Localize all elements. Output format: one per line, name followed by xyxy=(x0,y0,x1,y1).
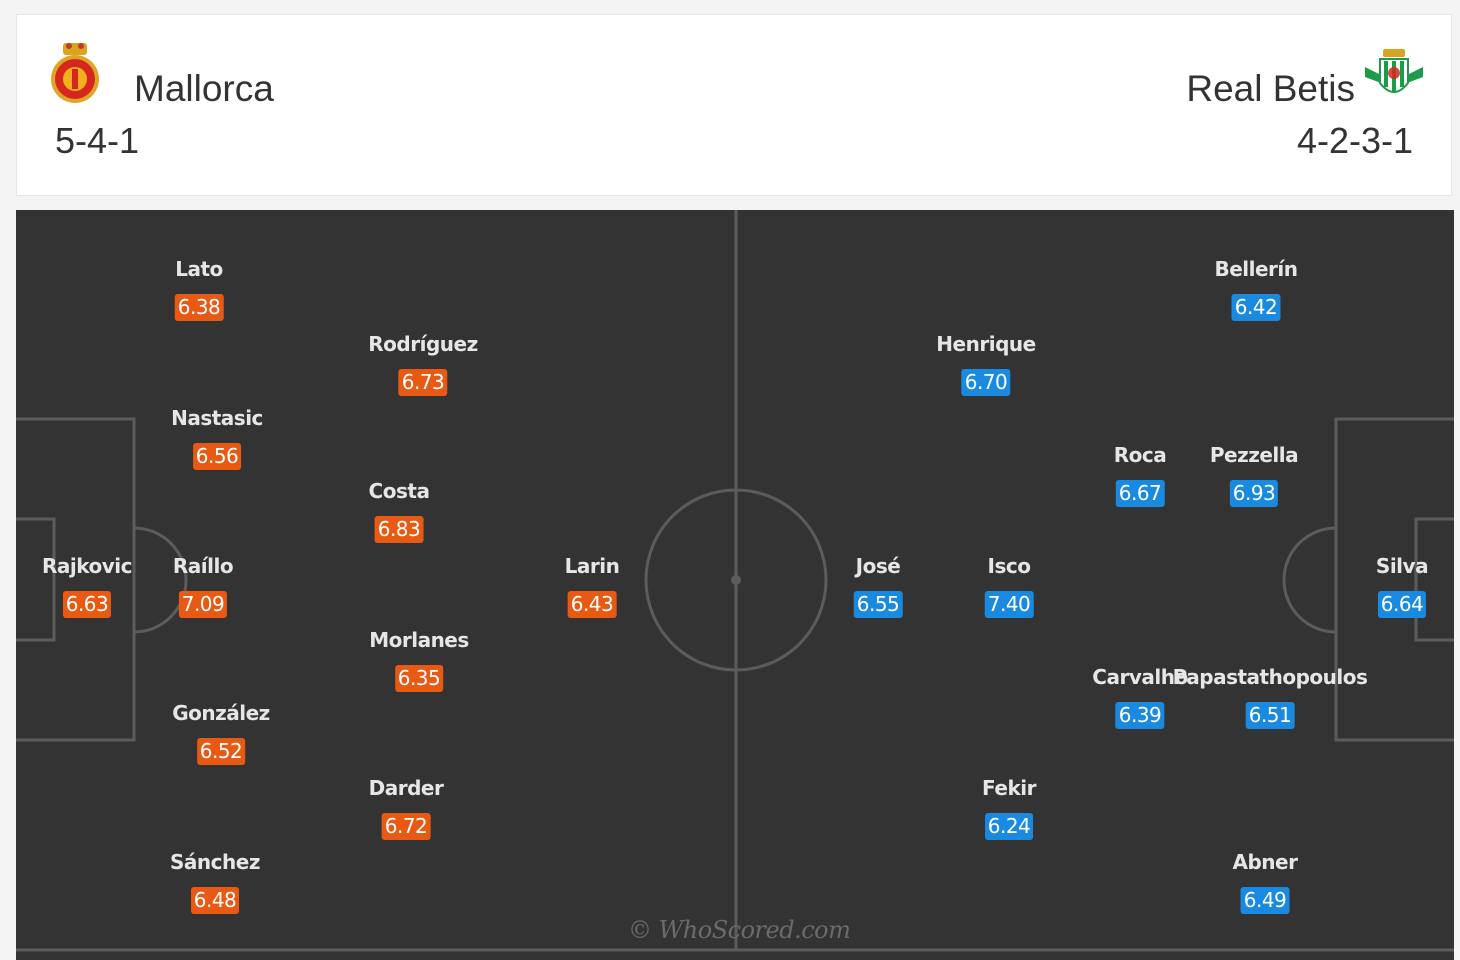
pitch: Lato 6.38 Rodríguez 6.73 Nastasic 6.56 C… xyxy=(16,210,1454,960)
player-rating: 6.48 xyxy=(190,887,240,914)
away-player-abner[interactable]: Abner 6.49 xyxy=(1233,850,1298,914)
home-player-larin[interactable]: Larin 6.43 xyxy=(565,554,620,618)
player-name: José xyxy=(855,554,901,578)
pitch-lines xyxy=(16,210,1454,952)
player-name: Morlanes xyxy=(369,628,469,652)
player-name: Sánchez xyxy=(170,850,260,874)
player-rating: 6.38 xyxy=(174,294,224,321)
player-rating: 6.24 xyxy=(984,813,1034,840)
player-rating: 6.35 xyxy=(394,665,444,692)
player-name: Abner xyxy=(1232,850,1298,874)
player-name: Pezzella xyxy=(1209,443,1299,467)
home-player-nastasic[interactable]: Nastasic 6.56 xyxy=(171,406,263,470)
player-rating: 6.93 xyxy=(1229,480,1279,507)
player-name: Bellerín xyxy=(1214,257,1298,281)
player-name: Silva xyxy=(1375,554,1429,578)
player-rating: 6.73 xyxy=(398,369,448,396)
home-player-morlanes[interactable]: Morlanes 6.35 xyxy=(369,628,469,692)
player-name: Roca xyxy=(1113,443,1167,467)
away-player-roca[interactable]: Roca 6.67 xyxy=(1114,443,1167,507)
player-rating: 6.70 xyxy=(961,369,1011,396)
player-rating: 6.72 xyxy=(381,813,431,840)
player-name: Lato xyxy=(175,257,223,281)
player-rating: 6.63 xyxy=(62,591,112,618)
away-player-fekir[interactable]: Fekir 6.24 xyxy=(982,776,1036,840)
player-name: Carvalho xyxy=(1092,665,1188,689)
player-name: Darder xyxy=(368,776,444,800)
player-name: González xyxy=(172,701,270,725)
player-name: Isco xyxy=(987,554,1031,578)
player-rating: 7.40 xyxy=(984,591,1034,618)
home-player-rajkovic[interactable]: Rajkovic 6.63 xyxy=(41,554,133,618)
home-player-lato[interactable]: Lato 6.38 xyxy=(174,257,224,321)
player-name: Fekir xyxy=(982,776,1036,800)
home-player-darder[interactable]: Darder 6.72 xyxy=(369,776,444,840)
player-rating: 7.09 xyxy=(178,591,228,618)
home-player-sanchez[interactable]: Sánchez 6.48 xyxy=(170,850,260,914)
player-rating: 6.56 xyxy=(192,443,242,470)
player-rating: 6.39 xyxy=(1115,702,1165,729)
player-name: Costa xyxy=(368,479,430,503)
away-player-pezzella[interactable]: Pezzella 6.93 xyxy=(1209,443,1299,507)
home-formation: 5-4-1 xyxy=(55,120,140,161)
match-header: Mallorca 5-4-1 Real Betis 4-2-3-1 xyxy=(16,14,1452,196)
player-rating: 6.49 xyxy=(1240,887,1290,914)
player-name: Raíllo xyxy=(172,554,234,578)
player-name: Rodríguez xyxy=(368,332,478,356)
home-player-raillo[interactable]: Raíllo 7.09 xyxy=(172,554,234,618)
away-player-bellerin[interactable]: Bellerín 6.42 xyxy=(1214,257,1298,321)
home-team-name: Mallorca xyxy=(134,68,274,109)
player-rating: 6.55 xyxy=(853,591,903,618)
whoscored-watermark: © WhoScored.com xyxy=(628,916,851,944)
player-name: Larin xyxy=(564,554,620,578)
player-name: Rajkovic xyxy=(41,554,133,578)
home-player-rodriguez[interactable]: Rodríguez 6.73 xyxy=(368,332,478,396)
player-name: Nastasic xyxy=(171,406,263,430)
real-betis-crest-icon xyxy=(1363,47,1425,108)
player-rating: 6.83 xyxy=(374,516,424,543)
mallorca-crest-icon xyxy=(49,41,101,112)
player-rating: 6.64 xyxy=(1377,591,1427,618)
away-player-carvalho[interactable]: Carvalho 6.39 xyxy=(1092,665,1188,729)
away-player-papastathopoulos[interactable]: Papastathopoulos 6.51 xyxy=(1173,665,1368,729)
home-player-costa[interactable]: Costa 6.83 xyxy=(369,479,430,543)
player-rating: 6.52 xyxy=(196,738,246,765)
away-player-jose[interactable]: José 6.55 xyxy=(853,554,903,618)
player-rating: 6.51 xyxy=(1245,702,1295,729)
away-player-silva[interactable]: Silva 6.64 xyxy=(1375,554,1429,618)
player-rating: 6.67 xyxy=(1115,480,1165,507)
player-name: Henrique xyxy=(936,332,1036,356)
player-name: Papastathopoulos xyxy=(1172,665,1368,689)
away-player-henrique[interactable]: Henrique 6.70 xyxy=(936,332,1036,396)
away-player-isco[interactable]: Isco 7.40 xyxy=(984,554,1034,618)
player-rating: 6.42 xyxy=(1231,294,1281,321)
away-team-name: Real Betis xyxy=(1186,68,1355,109)
away-formation: 4-2-3-1 xyxy=(1296,120,1413,161)
home-player-gonzalez[interactable]: González 6.52 xyxy=(172,701,270,765)
player-rating: 6.43 xyxy=(567,591,617,618)
